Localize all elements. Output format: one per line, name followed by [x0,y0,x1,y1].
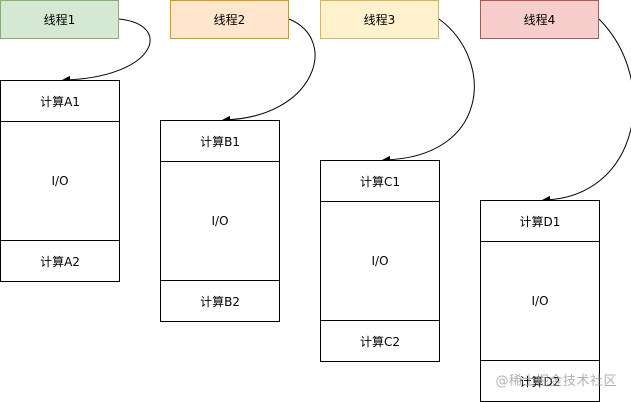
thread-2-label: 线程2 [213,13,246,27]
io-c: I/O [321,201,439,321]
arrow-thread2-to-B1 [222,18,316,124]
compute-b2: 计算B2 [200,294,240,309]
thread-3-label: 线程3 [363,13,396,27]
compute-b1: 计算B1 [200,134,240,149]
watermark-text: @稀土掘金技术社区 [495,374,617,389]
task-stack-c: 计算C1 I/O 计算C2 [320,160,440,362]
io-b: I/O [161,161,279,281]
compute-d2: 计算D2 [519,374,561,389]
arrow-thread4-to-D1 [542,18,631,204]
compute-c2: 计算C2 [359,334,400,349]
thread-4-label: 线程4 [523,13,556,27]
task-stack-d: 计算D1 I/O 计算D2 [480,200,600,402]
compute-d1: 计算D1 [519,214,561,229]
compute-c1: 计算C1 [359,174,400,189]
io-a: I/O [1,121,119,241]
compute-a2: 计算A2 [40,254,80,269]
compute-a1: 计算A1 [40,94,80,109]
io-d: I/O [481,241,599,361]
arrow-thread3-to-C1 [382,18,475,164]
thread-4-box: 线程4 [480,0,599,39]
task-stack-a: 计算A1 I/O 计算A2 [0,80,120,282]
thread-2-box: 线程2 [170,0,289,39]
thread-1-box: 线程1 [0,0,119,39]
task-stack-b: 计算B1 I/O 计算B2 [160,120,280,322]
arrow-thread1-to-A1 [62,18,151,84]
thread-3-box: 线程3 [320,0,439,39]
thread-1-label: 线程1 [43,13,76,27]
